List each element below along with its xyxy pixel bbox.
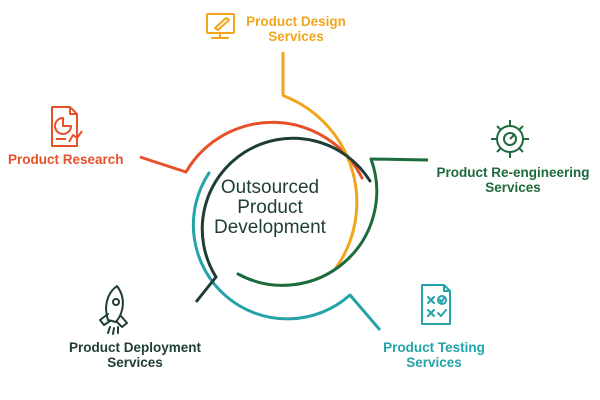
center-title-line-2: Product — [237, 197, 303, 218]
gear-wrench-icon — [491, 120, 529, 158]
label-product-design: Product Design Services — [236, 14, 356, 44]
connector-testing — [348, 294, 382, 331]
arc-testing — [191, 171, 352, 321]
center-title-line-3: Development — [214, 217, 326, 238]
center-title: Outsourced Product Development — [210, 178, 330, 238]
label-product-reengineering-line-1: Product Re-engineering — [436, 165, 590, 180]
label-product-reengineering: Product Re-engineering Services — [428, 165, 598, 195]
arc-reengineering — [236, 157, 379, 287]
connector-research — [139, 155, 187, 174]
arc-design — [282, 94, 359, 270]
label-product-testing-line-1: Product Testing — [383, 340, 485, 355]
label-product-deployment: Product Deployment Services — [60, 340, 210, 370]
connector-reengineering — [370, 157, 429, 162]
monitor-design-icon — [206, 13, 235, 39]
research-document-chart-icon — [51, 106, 83, 147]
label-product-research: Product Research — [8, 152, 124, 167]
label-product-deployment-line-2: Services — [107, 355, 163, 370]
connector-deployment — [194, 276, 218, 303]
arc-deployment — [200, 136, 372, 279]
rocket-icon — [99, 285, 128, 335]
label-product-testing: Product Testing Services — [372, 340, 496, 370]
label-product-deployment-line-1: Product Deployment — [68, 340, 201, 355]
center-title-line-1: Outsourced — [220, 177, 320, 198]
label-product-research-line-1: Product Research — [8, 152, 124, 167]
label-product-design-line-1: Product Design — [246, 14, 346, 29]
label-product-reengineering-line-2: Services — [485, 180, 541, 195]
label-product-design-line-2: Services — [268, 29, 324, 44]
label-product-testing-line-2: Services — [406, 355, 462, 370]
checklist-document-icon — [421, 284, 451, 325]
